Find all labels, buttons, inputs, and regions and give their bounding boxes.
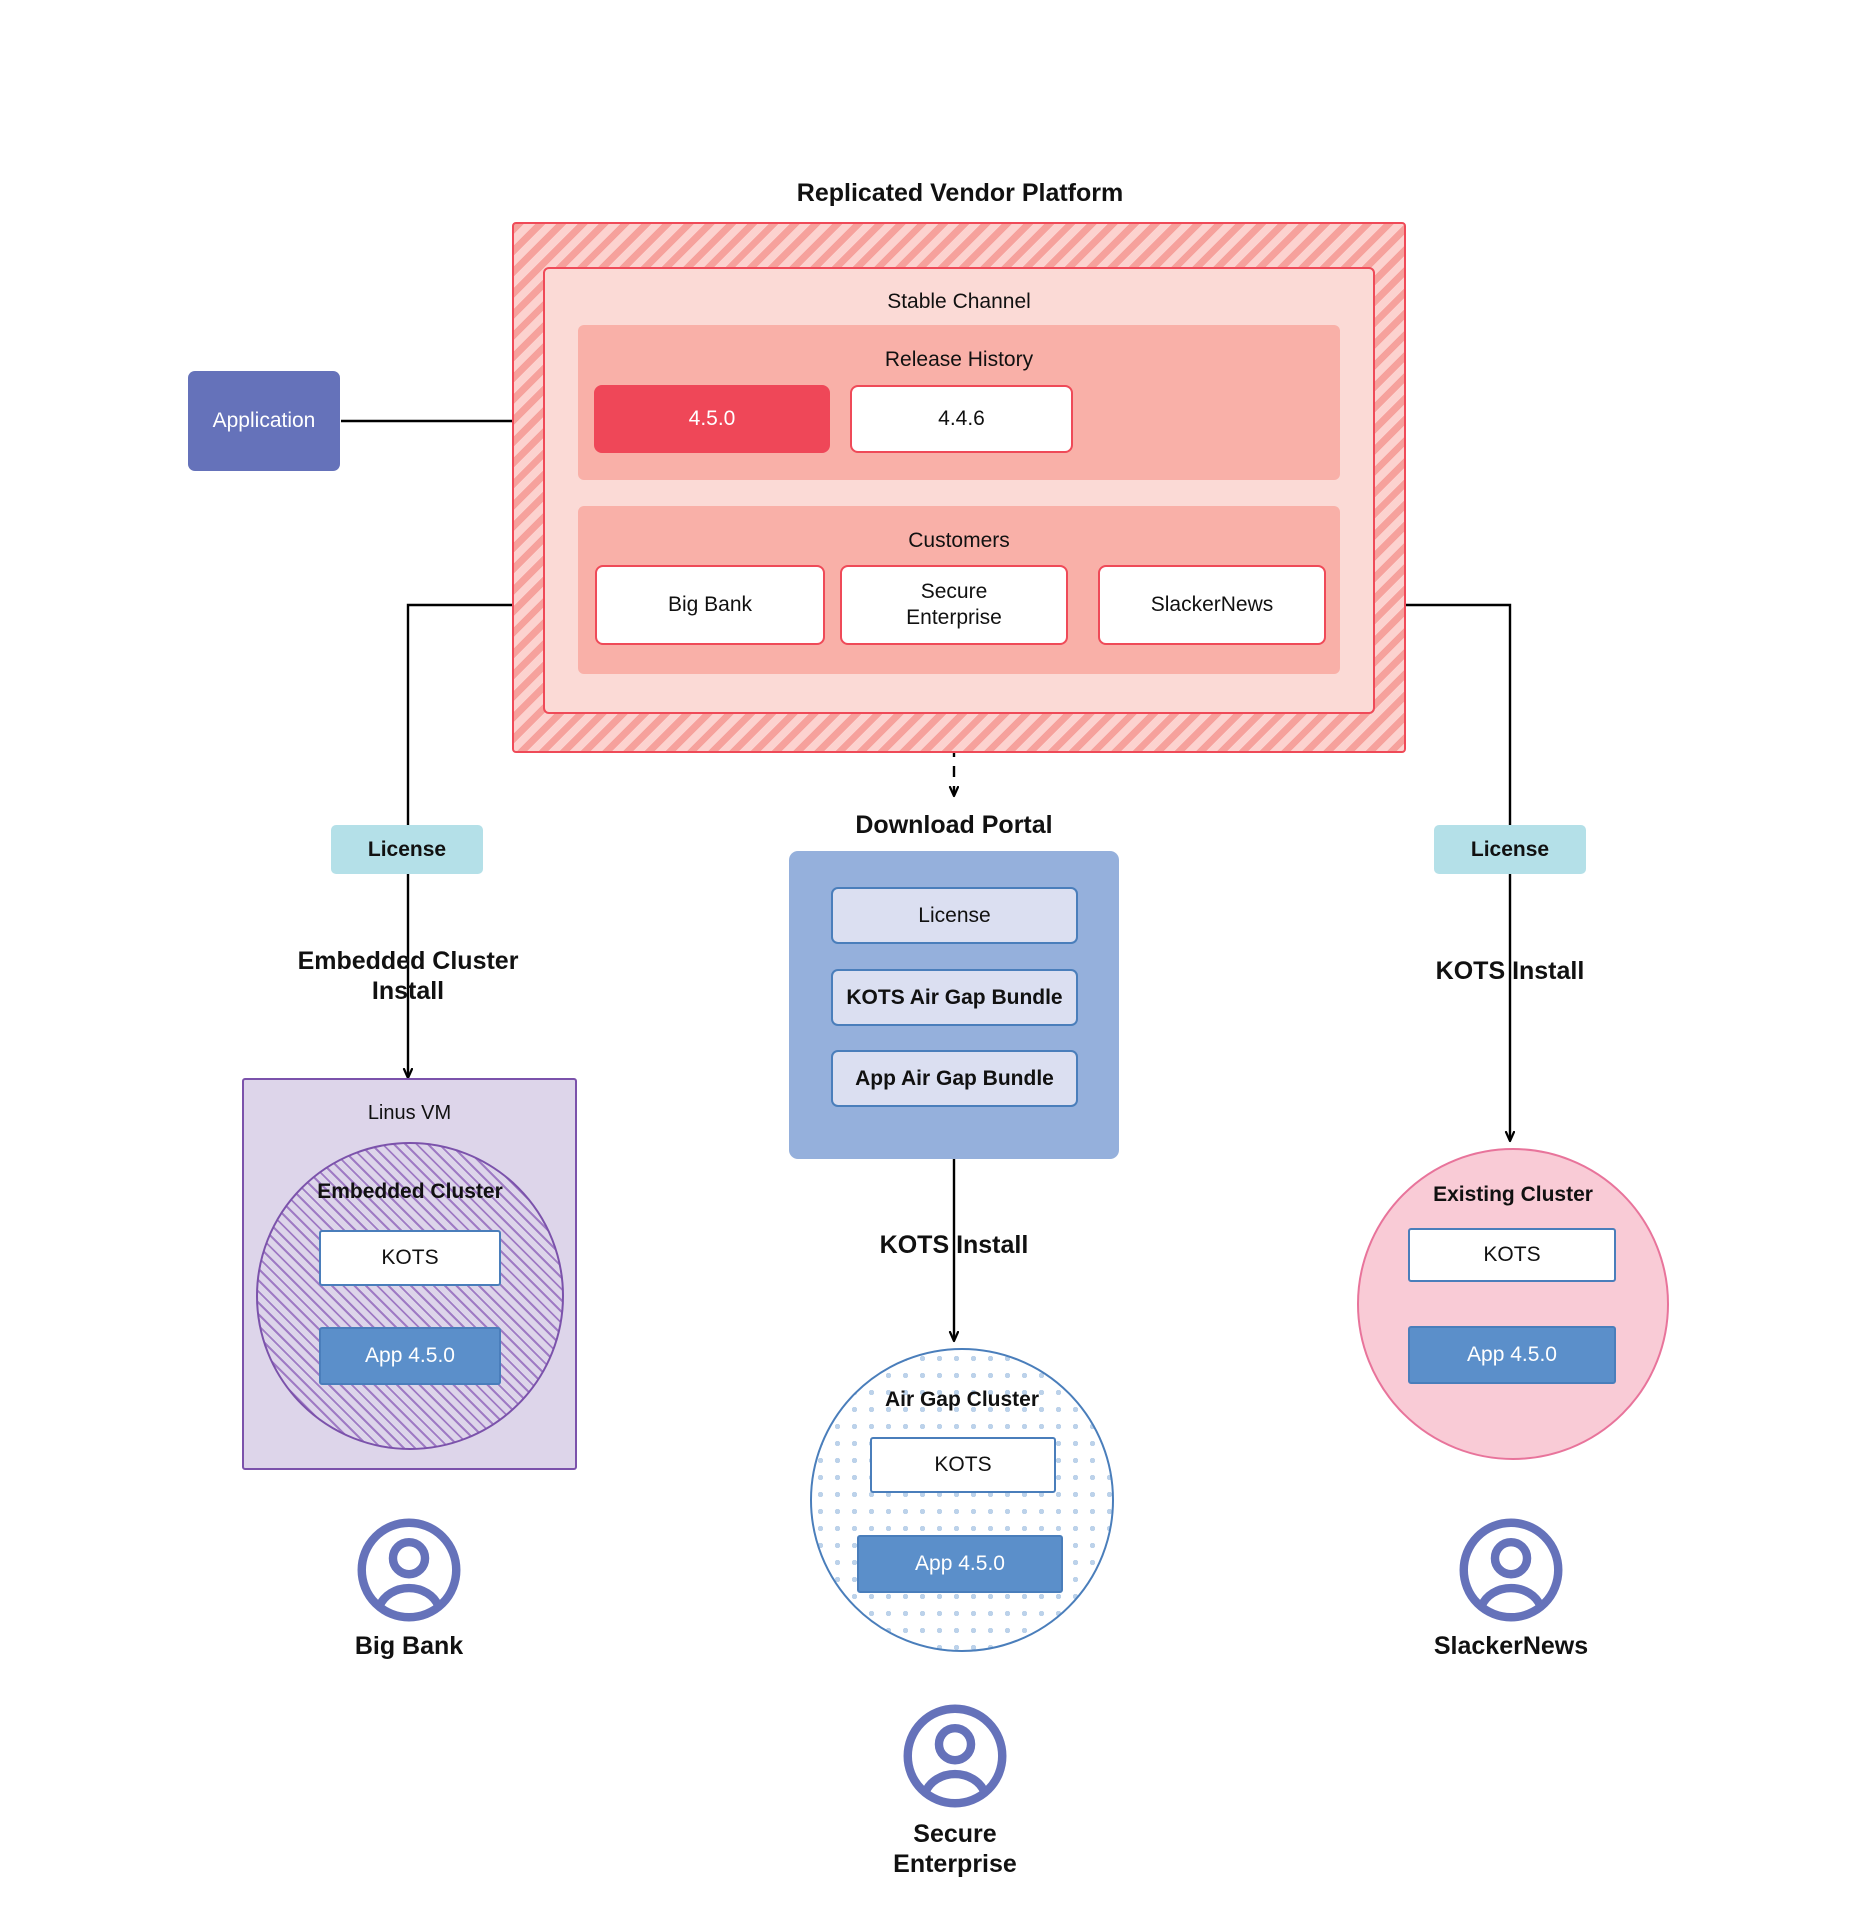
- diagram-title: Replicated Vendor Platform: [796, 178, 1124, 207]
- persona-secure-enterprise-icon: [901, 1702, 1009, 1815]
- embedded-cluster-label: Embedded Cluster: [317, 1180, 503, 1204]
- persona-slackernews-icon: [1457, 1516, 1565, 1629]
- customer-card-secure-enterprise[interactable]: Secure Enterprise: [840, 565, 1068, 645]
- right-install-label: KOTS Install: [1435, 956, 1585, 985]
- release-item-4-4-6[interactable]: 4.4.6: [850, 385, 1073, 453]
- stable-channel-label: Stable Channel: [887, 290, 1031, 314]
- release-item-4-5-0[interactable]: 4.5.0: [594, 385, 830, 453]
- portal-item-kots-airgap-bundle[interactable]: KOTS Air Gap Bundle: [831, 969, 1078, 1026]
- left-kots-box[interactable]: KOTS: [319, 1230, 501, 1286]
- customer-card-slackernews[interactable]: SlackerNews: [1098, 565, 1326, 645]
- air-gap-cluster-circle: [810, 1348, 1114, 1652]
- middle-install-label: KOTS Install: [879, 1230, 1029, 1259]
- persona-big-bank-icon: [355, 1516, 463, 1629]
- download-portal-title: Download Portal: [855, 810, 1053, 839]
- existing-cluster-circle: [1357, 1148, 1669, 1460]
- air-gap-cluster-label: Air Gap Cluster: [884, 1388, 1040, 1412]
- left-license-chip[interactable]: License: [331, 825, 483, 874]
- right-kots-box[interactable]: KOTS: [1408, 1228, 1616, 1282]
- customers-label: Customers: [908, 528, 1010, 552]
- existing-cluster-label: Existing Cluster: [1433, 1183, 1593, 1207]
- customer-card-big-bank[interactable]: Big Bank: [595, 565, 825, 645]
- embedded-cluster-circle: [256, 1142, 564, 1450]
- persona-secure-enterprise-label: Secure Enterprise: [893, 1819, 1017, 1879]
- middle-kots-box[interactable]: KOTS: [870, 1437, 1056, 1493]
- release-history-label: Release History: [884, 347, 1034, 371]
- application-node[interactable]: Application: [188, 371, 340, 471]
- left-app-box[interactable]: App 4.5.0: [319, 1327, 501, 1385]
- middle-app-box[interactable]: App 4.5.0: [857, 1535, 1063, 1593]
- linux-vm-label: Linus VM: [367, 1101, 452, 1124]
- persona-slackernews-label: SlackerNews: [1433, 1631, 1589, 1660]
- left-install-label: Embedded Cluster Install: [297, 946, 519, 1006]
- portal-item-license[interactable]: License: [831, 887, 1078, 944]
- persona-big-bank-label: Big Bank: [354, 1631, 464, 1660]
- right-license-chip[interactable]: License: [1434, 825, 1586, 874]
- portal-item-app-airgap-bundle[interactable]: App Air Gap Bundle: [831, 1050, 1078, 1107]
- right-app-box[interactable]: App 4.5.0: [1408, 1326, 1616, 1384]
